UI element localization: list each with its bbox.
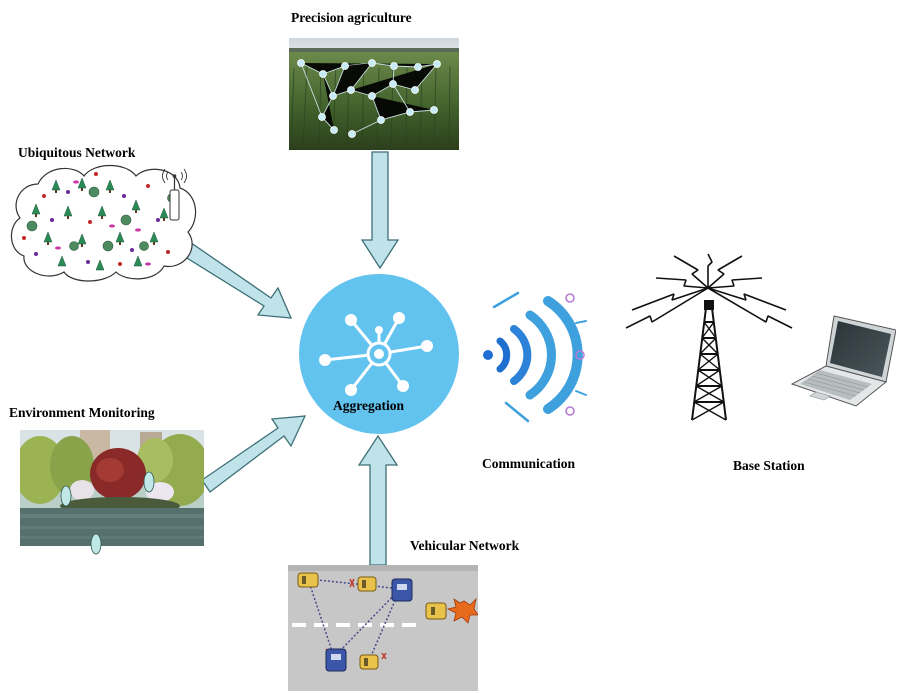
- communication-label: Communication: [482, 456, 576, 471]
- wireless-signal-icon: [483, 291, 587, 423]
- arrow-environment-to-aggregation: [201, 415, 307, 493]
- precision-agriculture-label: Precision agriculture: [291, 10, 412, 25]
- ubiquitous-network-label: Ubiquitous Network: [18, 145, 136, 160]
- precision-agriculture-image: [289, 38, 459, 150]
- radio-tower-icon: [625, 253, 793, 421]
- base-station-label: Base Station: [733, 458, 805, 473]
- arrow-ubiquitous-to-aggregation: [173, 237, 293, 319]
- aggregation-hub: [299, 274, 459, 434]
- environment-monitoring-label: Environment Monitoring: [9, 405, 155, 420]
- laptop-icon: [790, 315, 896, 407]
- water-sensor-oval: [90, 533, 102, 555]
- ubiquitous-network-cloud: [10, 165, 197, 282]
- vehicular-network-image: [288, 565, 478, 691]
- aggregation-label: Aggregation: [333, 398, 404, 413]
- antenna-icon: [162, 168, 187, 221]
- arrow-precision-to-aggregation: [360, 151, 400, 270]
- environment-monitoring-image: [20, 430, 204, 546]
- vehicular-network-label: Vehicular Network: [410, 538, 520, 553]
- arrow-vehicular-to-aggregation: [357, 434, 399, 566]
